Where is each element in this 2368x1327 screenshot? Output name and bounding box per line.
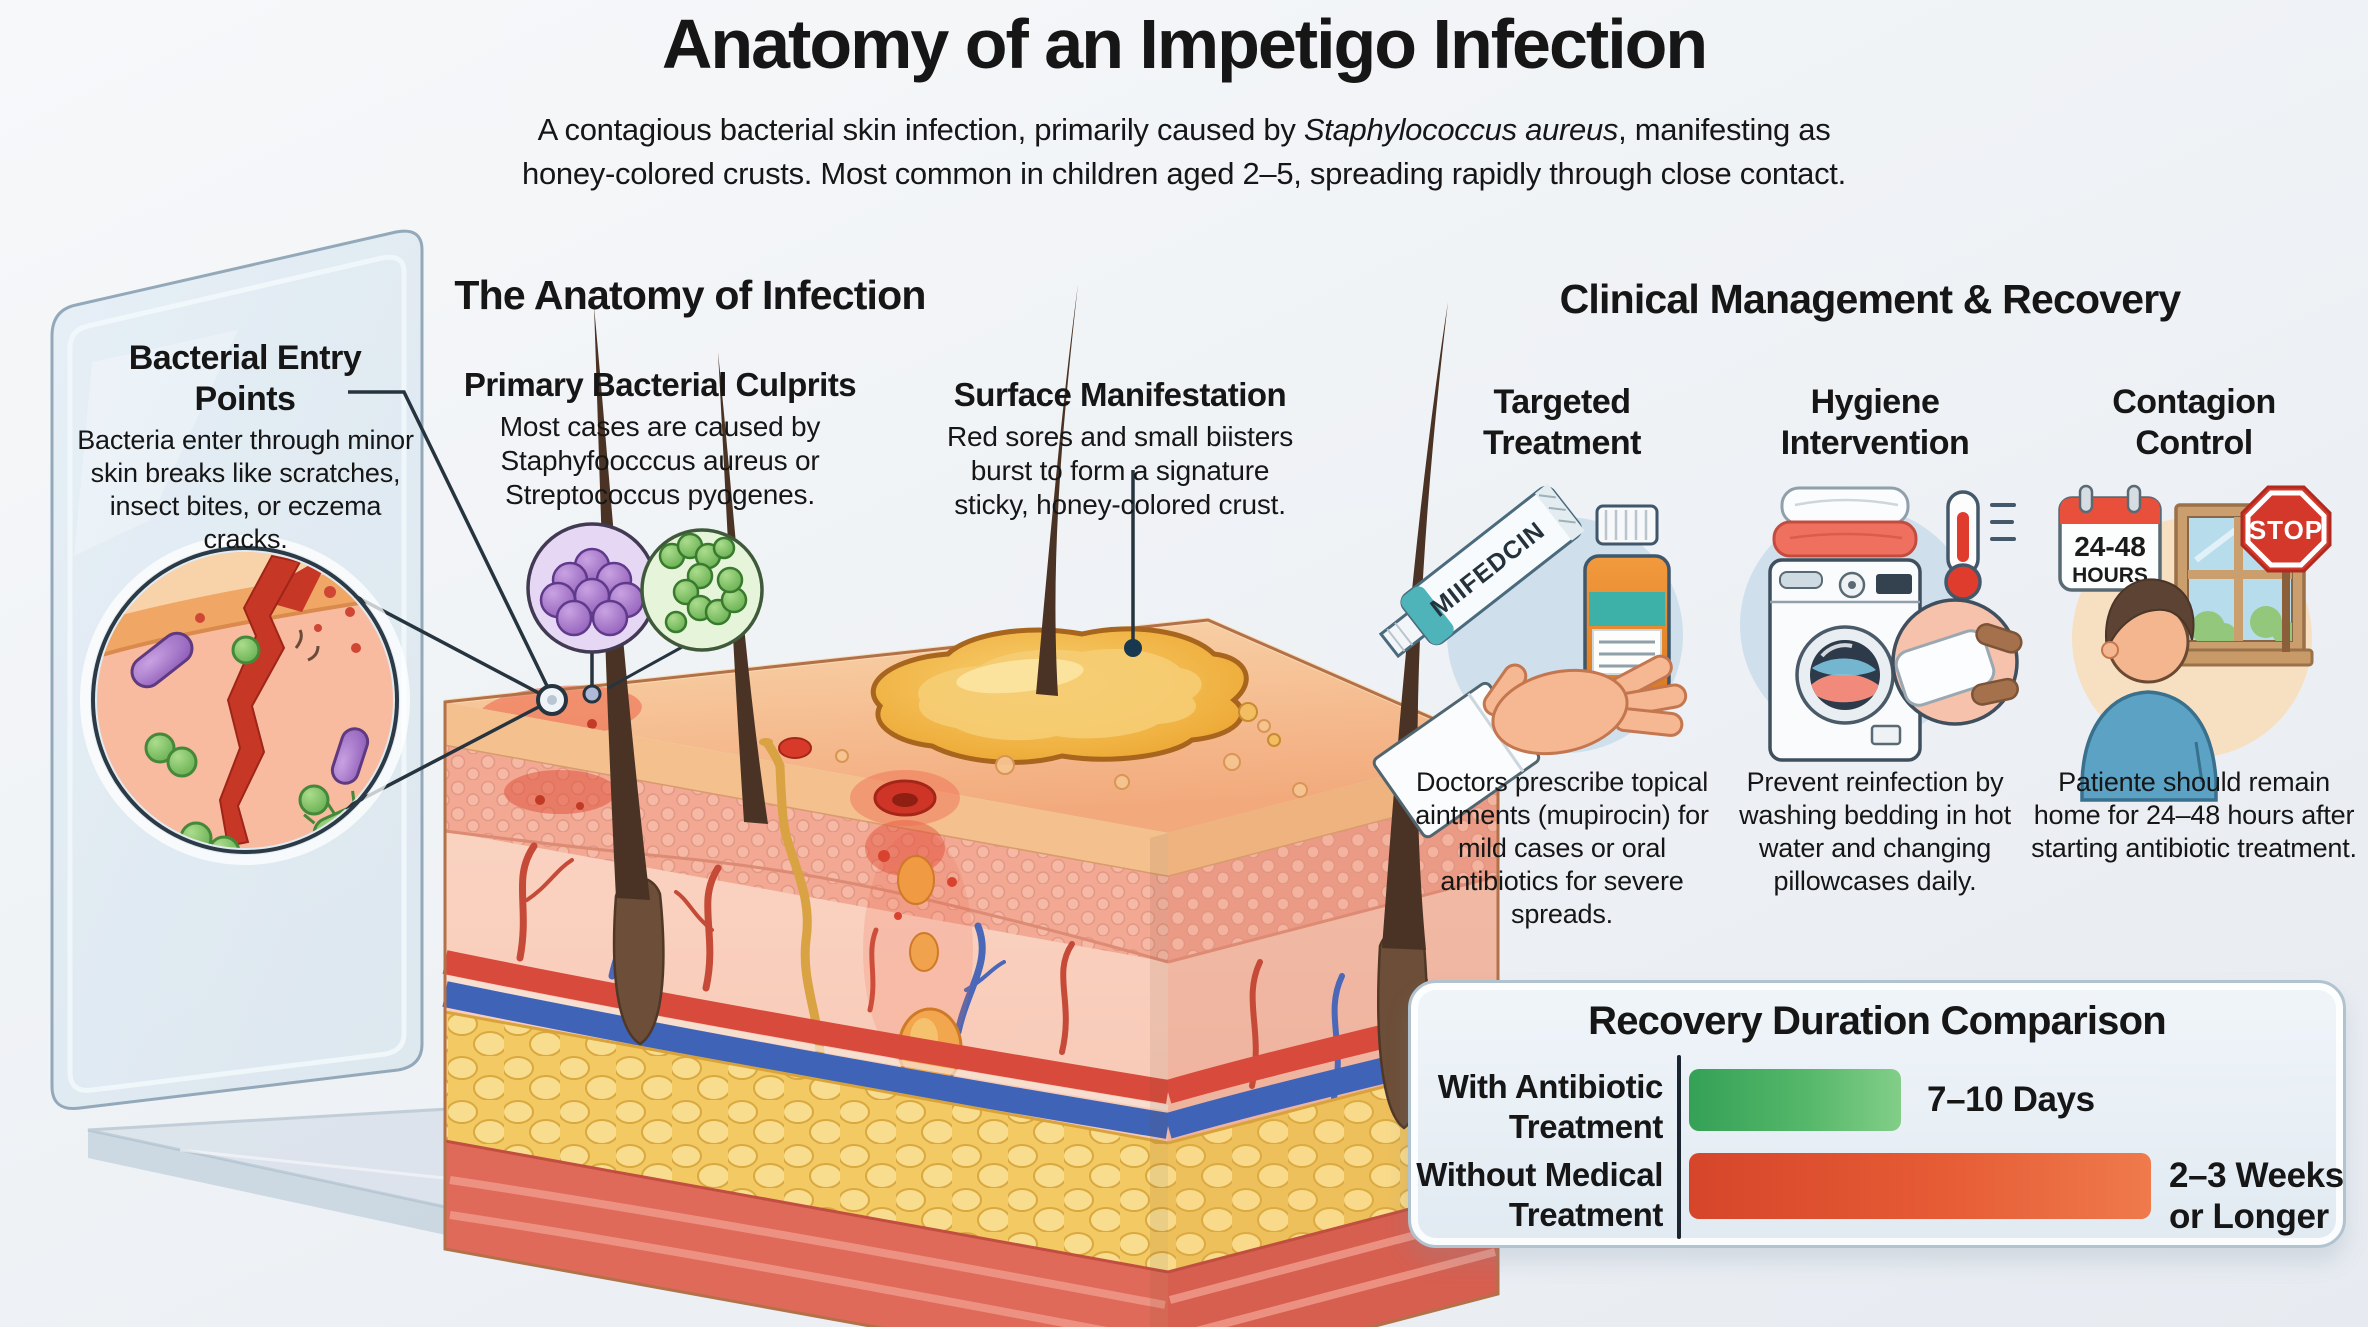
bar-value-without-treatment: 2–3 Weeks or Longer (2169, 1156, 2344, 1236)
callout-lines (348, 390, 1135, 689)
culprits-body: Most cases are caused by Staphyfoocccus … (499, 411, 821, 510)
hygiene-icon (1740, 486, 2023, 762)
page-title: Anatomy of an Impetigo Infection (661, 5, 1708, 83)
bar-with-treatment (1689, 1069, 1901, 1131)
bedding-icon (1772, 486, 1918, 558)
subtitle-part1: A contagious bacterial skin infection, p… (537, 112, 1304, 147)
calendar-top-label: 24-48 (2074, 531, 2146, 562)
contagion-column-title: Contagion Control (2112, 383, 2276, 462)
bar-value-with-treatment: 7–10 Days (1927, 1080, 2095, 1119)
stop-sign-label: STOP (2249, 515, 2323, 545)
contagion-column-body: Patiente should remain home for 24–48 ho… (2031, 767, 2357, 863)
thermometer-icon (1944, 490, 2016, 601)
subtitle-part2: , manifesting as (1618, 112, 1831, 147)
bar-label-with-treatment: With Antibiotic Treatment (1437, 1068, 1664, 1145)
sign-pole (2282, 560, 2290, 652)
page-subtitle-line2: honey-colored crusts. Most common in chi… (522, 156, 1846, 191)
hygiene-column-title: Hygiene Intervention (1780, 383, 1970, 462)
crust-pointer-dot (1124, 639, 1142, 657)
chart-axis (1677, 1055, 1681, 1239)
washing-machine-icon (1768, 558, 1922, 762)
recovery-chart-title: Recovery Duration Comparison (1588, 999, 2167, 1043)
pillowcase-inset-icon (1891, 598, 2023, 726)
bar-label-without-treatment: Without Medical Treatment (1416, 1156, 1663, 1233)
magnifier-inset-icon (80, 535, 568, 865)
page-subtitle-line1: A contagious bacterial skin infection, p… (0, 112, 2368, 148)
hand-icon (1372, 654, 1688, 839)
stop-sign-icon: STOP (2240, 485, 2332, 573)
subtitle-italic: Staphylococcus aureus (1303, 112, 1619, 147)
treatment-column-title: Targeted Treatment (1483, 383, 1642, 462)
entry-points-body: Bacteria enter through minor skin breaks… (77, 425, 414, 554)
contagion-icon: STOP 24-48 HOURS (2058, 484, 2332, 802)
pill-bottle-icon (1583, 504, 1671, 698)
calendar-bottom-label: HOURS (2072, 564, 2148, 587)
bar-without-treatment (1689, 1153, 2151, 1219)
calendar-icon: 24-48 HOURS (2058, 484, 2162, 592)
surface-title: Surface Manifestation (953, 376, 1287, 413)
hygiene-column-body: Prevent reinfection by washing bedding i… (1739, 767, 2011, 896)
honey-crust-icon (870, 626, 1281, 765)
anatomy-section-heading: The Anatomy of Infection (454, 272, 926, 318)
ointment-tube-icon: MIIFEDCIN (1378, 483, 1585, 659)
child-icon (2080, 578, 2218, 802)
clinical-section-heading: Clinical Management & Recovery (1559, 276, 2182, 322)
treatment-column-body: Doctors prescribe topical aintments (mup… (1415, 767, 1709, 929)
entry-points-title: Bacterial Entry Points (128, 339, 362, 418)
culprits-title: Primary Bacterial Culprits (463, 366, 857, 403)
surface-body: Red sores and small biisters burst to fo… (946, 421, 1294, 520)
recovery-comparison-panel: Recovery Duration Comparison With Antibi… (1408, 980, 2346, 1248)
treatment-icon: MIIFEDCIN (1372, 483, 1688, 839)
staphylococcus-icon (526, 522, 658, 704)
streptococcus-icon (607, 528, 764, 690)
